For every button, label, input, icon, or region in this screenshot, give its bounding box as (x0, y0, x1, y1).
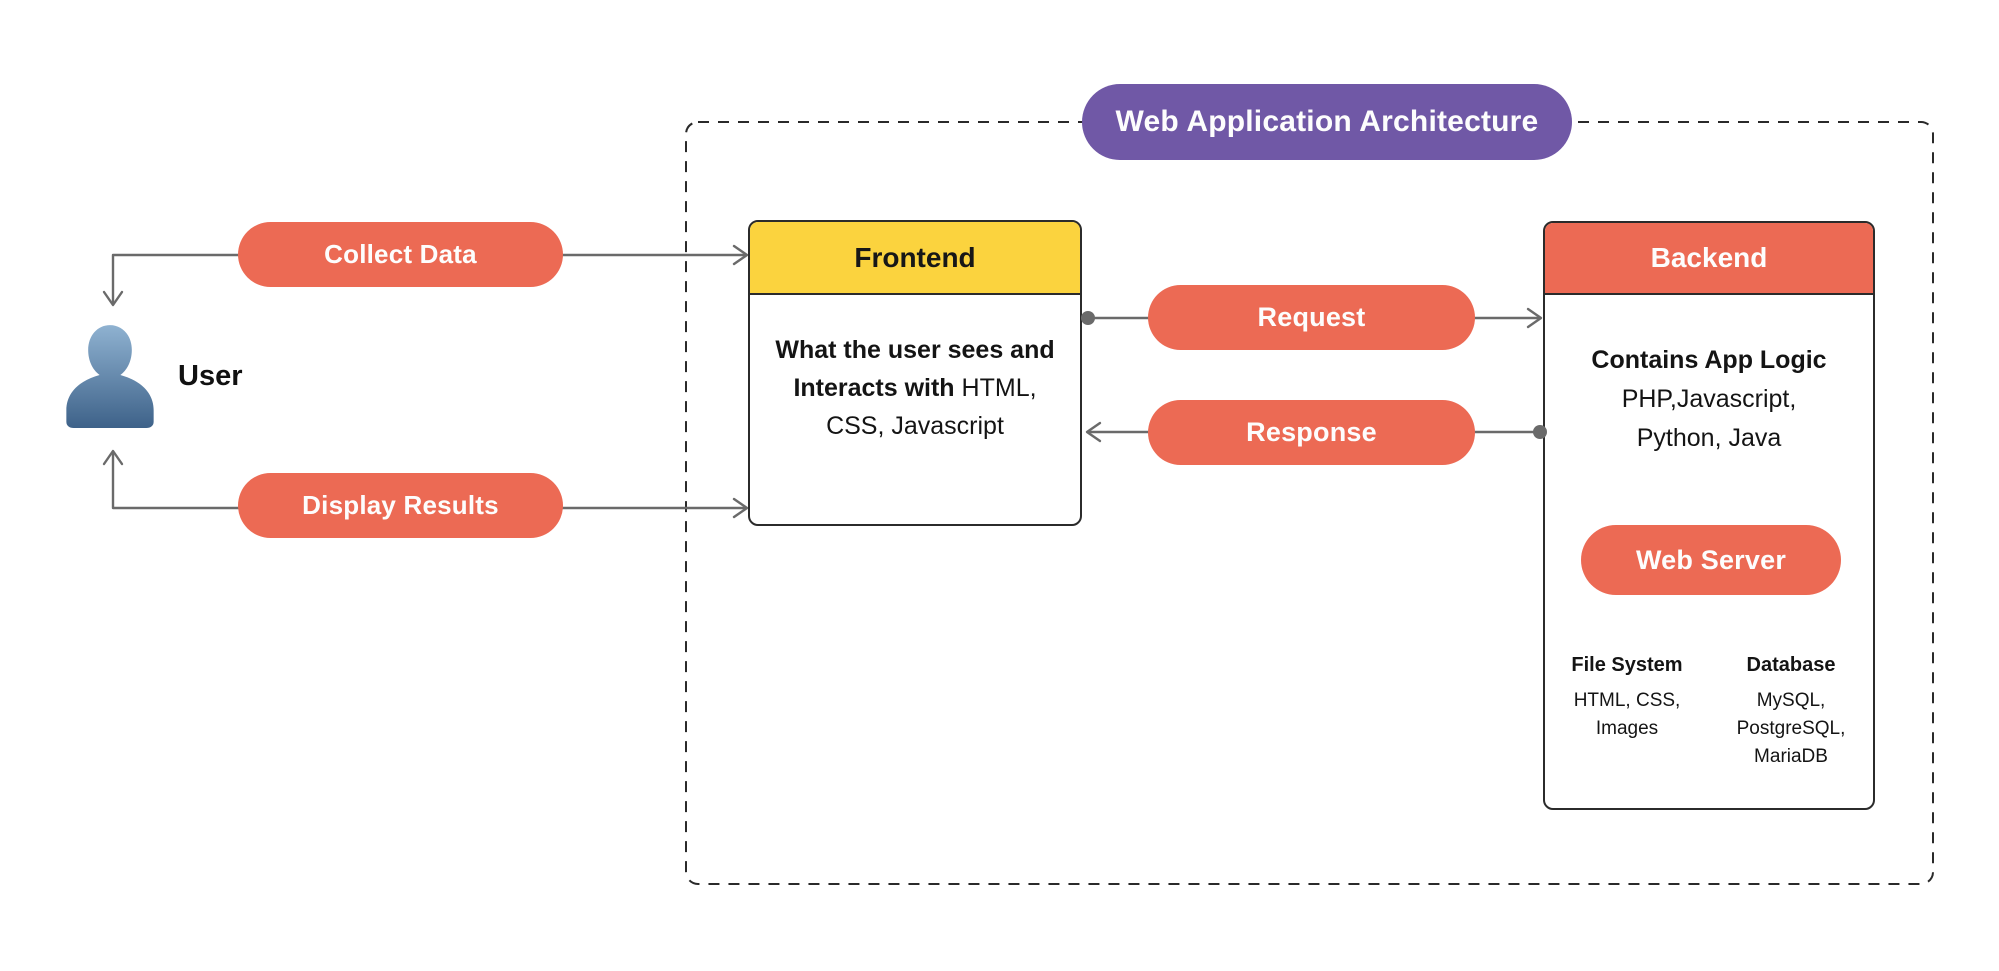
diagram-title: Web Application Architecture (1082, 84, 1572, 160)
arrowhead-down-to-user (102, 290, 124, 307)
frontend-node-description: What the user sees and Interacts with HT… (750, 295, 1080, 445)
user-icon (66, 325, 154, 428)
arrowhead-up-to-user (102, 449, 124, 466)
request-origin-dot (1081, 311, 1095, 325)
file-system-line: Images (1595, 718, 1659, 739)
database-heading: Database (1746, 654, 1836, 676)
response-origin-dot (1533, 425, 1547, 439)
backend-app-logic-heading: Contains App Logic (1591, 346, 1827, 374)
backend-node: Backend Contains App Logic PHP,Javascrip… (1543, 221, 1875, 810)
edge-label-request: Request (1148, 285, 1475, 350)
frontend-description-tech: HTML, CSS, Javascript (826, 374, 1037, 440)
frontend-node-title: Frontend (750, 222, 1080, 295)
file-system-line: HTML, CSS, (1573, 690, 1681, 711)
web-server-pill: Web Server (1581, 525, 1841, 595)
backend-storage-columns: File System HTML, CSS, Images Database M… (1545, 651, 1873, 771)
file-system-heading: File System (1571, 654, 1683, 676)
file-system-column: File System HTML, CSS, Images (1545, 651, 1709, 771)
edge-label-display-results: Display Results (238, 473, 563, 538)
arrowhead-into-backend (1526, 307, 1543, 329)
database-line: MariaDB (1754, 746, 1828, 767)
edge-label-collect-data: Collect Data (238, 222, 563, 287)
user-label: User (178, 360, 243, 392)
backend-app-logic-line: PHP,Javascript, (1621, 385, 1797, 413)
arrowhead-into-frontend-bottom (732, 497, 749, 519)
arrowhead-into-frontend-top (732, 244, 749, 266)
backend-node-title: Backend (1545, 223, 1873, 295)
backend-app-logic: Contains App Logic PHP,Javascript, Pytho… (1545, 341, 1873, 458)
architecture-boundary-box (685, 121, 1934, 885)
arrowhead-into-frontend-right (1085, 421, 1102, 443)
backend-app-logic-line: Python, Java (1636, 424, 1782, 452)
database-line: PostgreSQL, (1736, 718, 1846, 739)
database-line: MySQL, (1756, 690, 1826, 711)
edge-label-response: Response (1148, 400, 1475, 465)
database-column: Database MySQL, PostgreSQL, MariaDB (1709, 651, 1873, 771)
frontend-description-bold: What the user sees and Interacts with (775, 336, 1055, 402)
frontend-node: Frontend What the user sees and Interact… (748, 220, 1082, 526)
